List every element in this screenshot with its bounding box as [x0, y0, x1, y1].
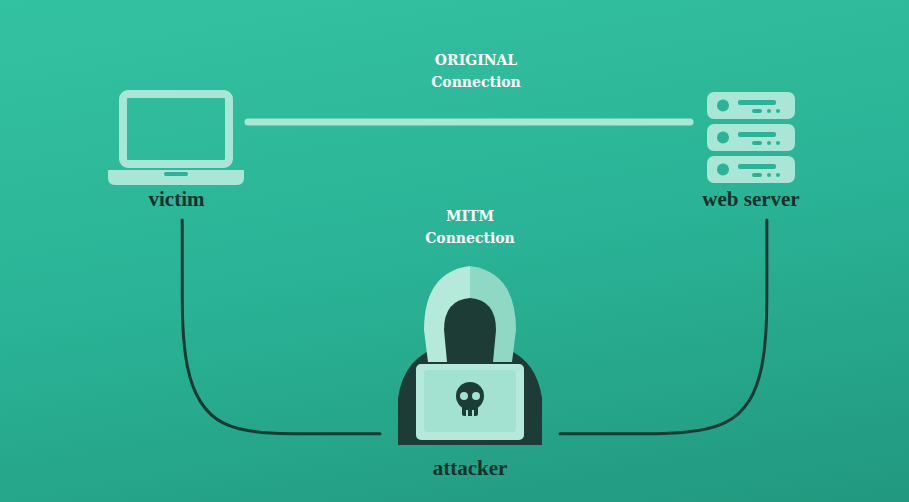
actor-node: victim [105, 88, 248, 220]
connection-caption: ORIGINAL Connection [421, 50, 531, 93]
actor-node: attacker [380, 262, 560, 488]
server-icon [707, 92, 795, 183]
laptop-icon [108, 94, 244, 185]
original-connection [248, 119, 690, 126]
mitm-connection [182, 220, 380, 434]
node-label: web server [690, 187, 812, 212]
connection-caption: MITM Connection [415, 206, 525, 249]
actor-node: web server [690, 88, 812, 220]
hacker-figure [398, 266, 542, 445]
node-label: victim [105, 187, 248, 212]
node-label: attacker [380, 456, 560, 481]
mitm-connection [560, 220, 767, 434]
